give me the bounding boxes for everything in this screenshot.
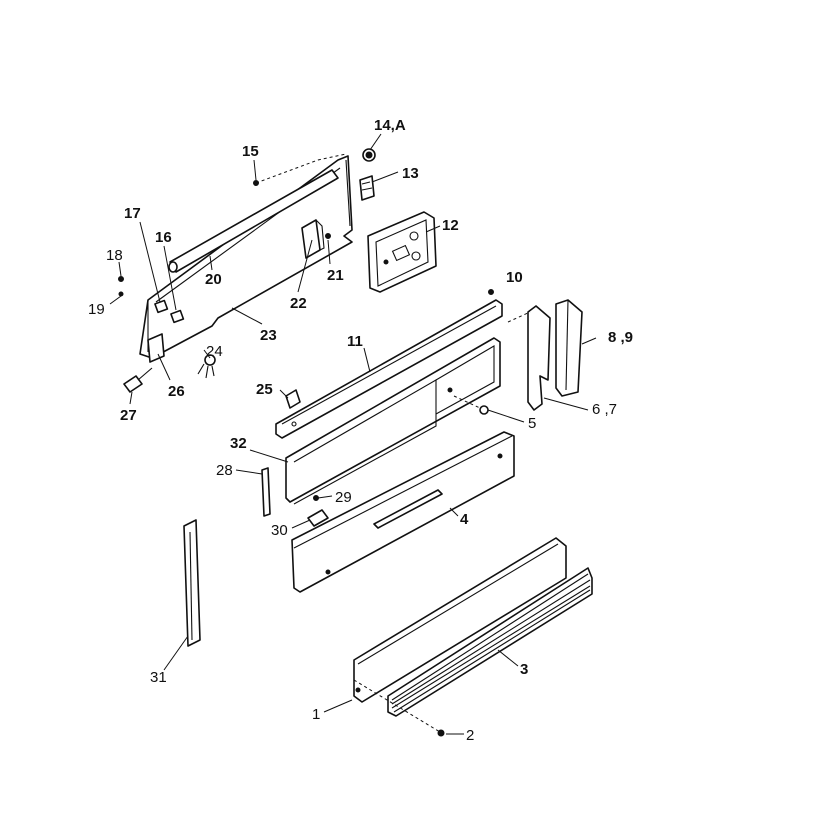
part-19-screw xyxy=(118,291,124,297)
callout-8-9: 8 ,9 xyxy=(608,329,633,346)
callout-29: 29 xyxy=(335,489,352,506)
part-4-control-panel xyxy=(291,431,515,593)
part-8-9-side-trim xyxy=(555,299,583,397)
callout-22: 22 xyxy=(290,295,307,312)
part-28-strip xyxy=(261,467,271,517)
callout-19: 19 xyxy=(88,301,105,318)
part-31-strip xyxy=(183,519,201,647)
callout-14a: 14,A xyxy=(374,117,406,134)
callout-2: 2 xyxy=(466,727,474,744)
part-32-window xyxy=(285,337,501,505)
part-3-grille xyxy=(387,567,593,717)
part-12-clock-module xyxy=(367,211,437,293)
callout-25: 25 xyxy=(256,381,273,398)
leader-lines xyxy=(109,133,597,735)
callout-27: 27 xyxy=(120,407,137,424)
part-15-screw xyxy=(253,180,259,186)
part-20-tube xyxy=(168,169,339,273)
part-21-screw xyxy=(325,233,331,239)
part-25-clip xyxy=(285,389,301,409)
callout-4: 4 xyxy=(460,511,469,528)
part-15-dashline xyxy=(255,153,347,184)
callout-labels: 14,A 15 13 12 17 16 18 19 20 21 22 23 10… xyxy=(88,117,633,744)
part-2-screw xyxy=(353,679,445,737)
callout-10: 10 xyxy=(506,269,523,286)
callout-1: 1 xyxy=(312,706,320,723)
callout-17: 17 xyxy=(124,205,141,222)
callout-16: 16 xyxy=(155,229,172,246)
callout-24: 24 xyxy=(206,343,223,360)
part-18-screw xyxy=(118,276,124,282)
callout-31: 31 xyxy=(150,669,167,686)
part-27-socket xyxy=(123,367,153,393)
callout-18: 18 xyxy=(106,247,123,264)
callout-3: 3 xyxy=(520,661,528,678)
callout-5: 5 xyxy=(528,415,536,432)
callout-20: 20 xyxy=(205,271,222,288)
part-6-7-side-trim xyxy=(507,305,551,411)
callout-23: 23 xyxy=(260,327,277,344)
part-13-switch xyxy=(359,175,375,201)
callout-15: 15 xyxy=(242,143,259,160)
callout-12: 12 xyxy=(442,217,459,234)
callout-30: 30 xyxy=(271,522,288,539)
part-29-screw xyxy=(313,495,319,501)
part-10-screw xyxy=(488,289,494,295)
part-14a-knob xyxy=(362,148,376,162)
part-22-bracket xyxy=(301,219,325,259)
part-16-17-hardware xyxy=(154,299,185,324)
callout-11: 11 xyxy=(347,333,363,350)
part-30-clip xyxy=(307,509,329,527)
part-11-trim xyxy=(275,299,503,439)
callout-32: 32 xyxy=(230,435,247,452)
callout-26: 26 xyxy=(168,383,185,400)
part-26-bracket xyxy=(147,333,165,363)
part-1-plate xyxy=(353,537,567,703)
callout-13: 13 xyxy=(402,165,419,182)
callout-6-7: 6 ,7 xyxy=(592,401,617,418)
part-23-rear-panel xyxy=(139,155,353,359)
part-24-connector xyxy=(197,354,216,379)
callout-28: 28 xyxy=(216,462,233,479)
callout-21: 21 xyxy=(327,267,344,284)
